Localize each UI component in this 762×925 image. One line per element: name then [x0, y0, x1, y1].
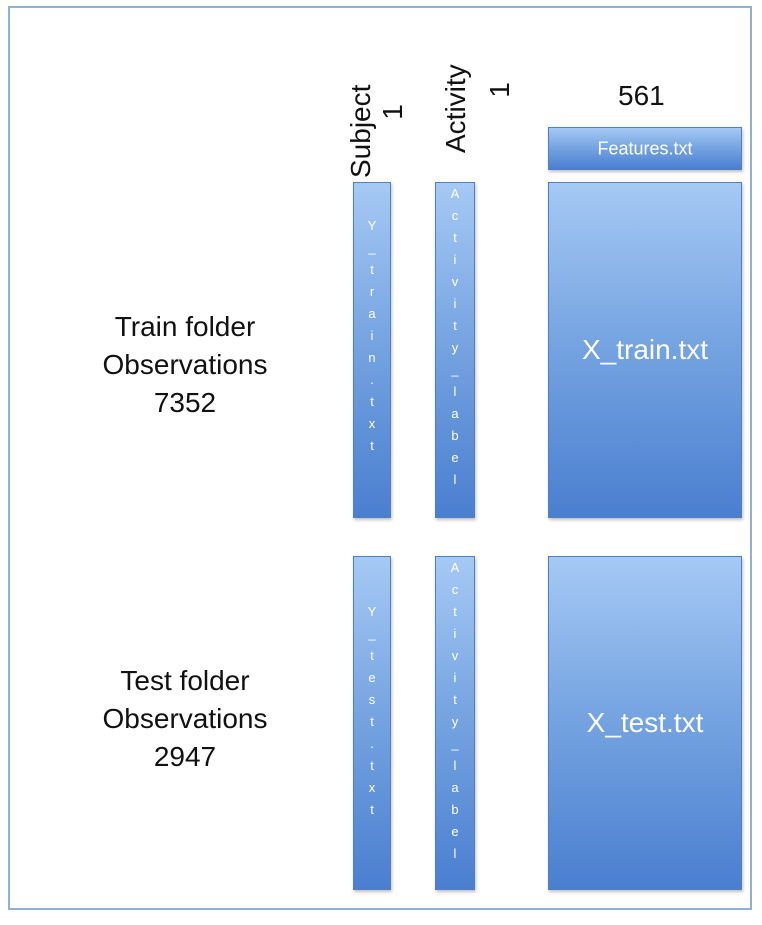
activity-count: 1: [483, 82, 515, 98]
test-title: Test folder: [120, 665, 250, 696]
test-data-file-label: X_test.txt: [586, 707, 704, 738]
train-observations-label: Observations: [102, 349, 268, 380]
train-data-file-label: X_train.txt: [581, 334, 709, 365]
test-activity-file-label: A c t i v i t y _ l a b e l: [450, 560, 460, 861]
test-activity-file-box: A c t i v i t y _ l a b e l: [435, 556, 475, 890]
train-observations-count: 7352: [153, 387, 217, 418]
test-label: Test folder Observations 2947: [60, 662, 310, 776]
subject-count: 1: [376, 104, 408, 120]
train-title: Train folder: [114, 311, 256, 342]
subject-header: Subject: [345, 84, 376, 178]
test-observations-count: 2947: [153, 741, 217, 772]
features-count: 561: [618, 80, 665, 111]
test-observations-label: Observations: [102, 703, 268, 734]
test-data-file-box: X_test.txt: [548, 556, 742, 890]
test-subject-file-label: Y _ t e s t . t x t: [367, 604, 377, 817]
train-data-file-box: X_train.txt: [548, 182, 742, 518]
train-activity-file-label: A c t i v i t y _ l a b e l: [450, 186, 460, 487]
diagram-frame: [8, 6, 752, 910]
features-file-box: Features.txt: [548, 127, 742, 170]
test-subject-file-box: Y _ t e s t . t x t: [353, 556, 391, 890]
activity-header: Activity: [440, 64, 471, 153]
features-file-label: Features.txt: [597, 138, 693, 158]
train-subject-file-label: Y _ t r a i n . t x t: [367, 218, 377, 453]
train-activity-file-box: A c t i v i t y _ l a b e l: [435, 182, 475, 518]
train-label: Train folder Observations 7352: [60, 308, 310, 422]
train-subject-file-box: Y _ t r a i n . t x t: [353, 182, 391, 518]
